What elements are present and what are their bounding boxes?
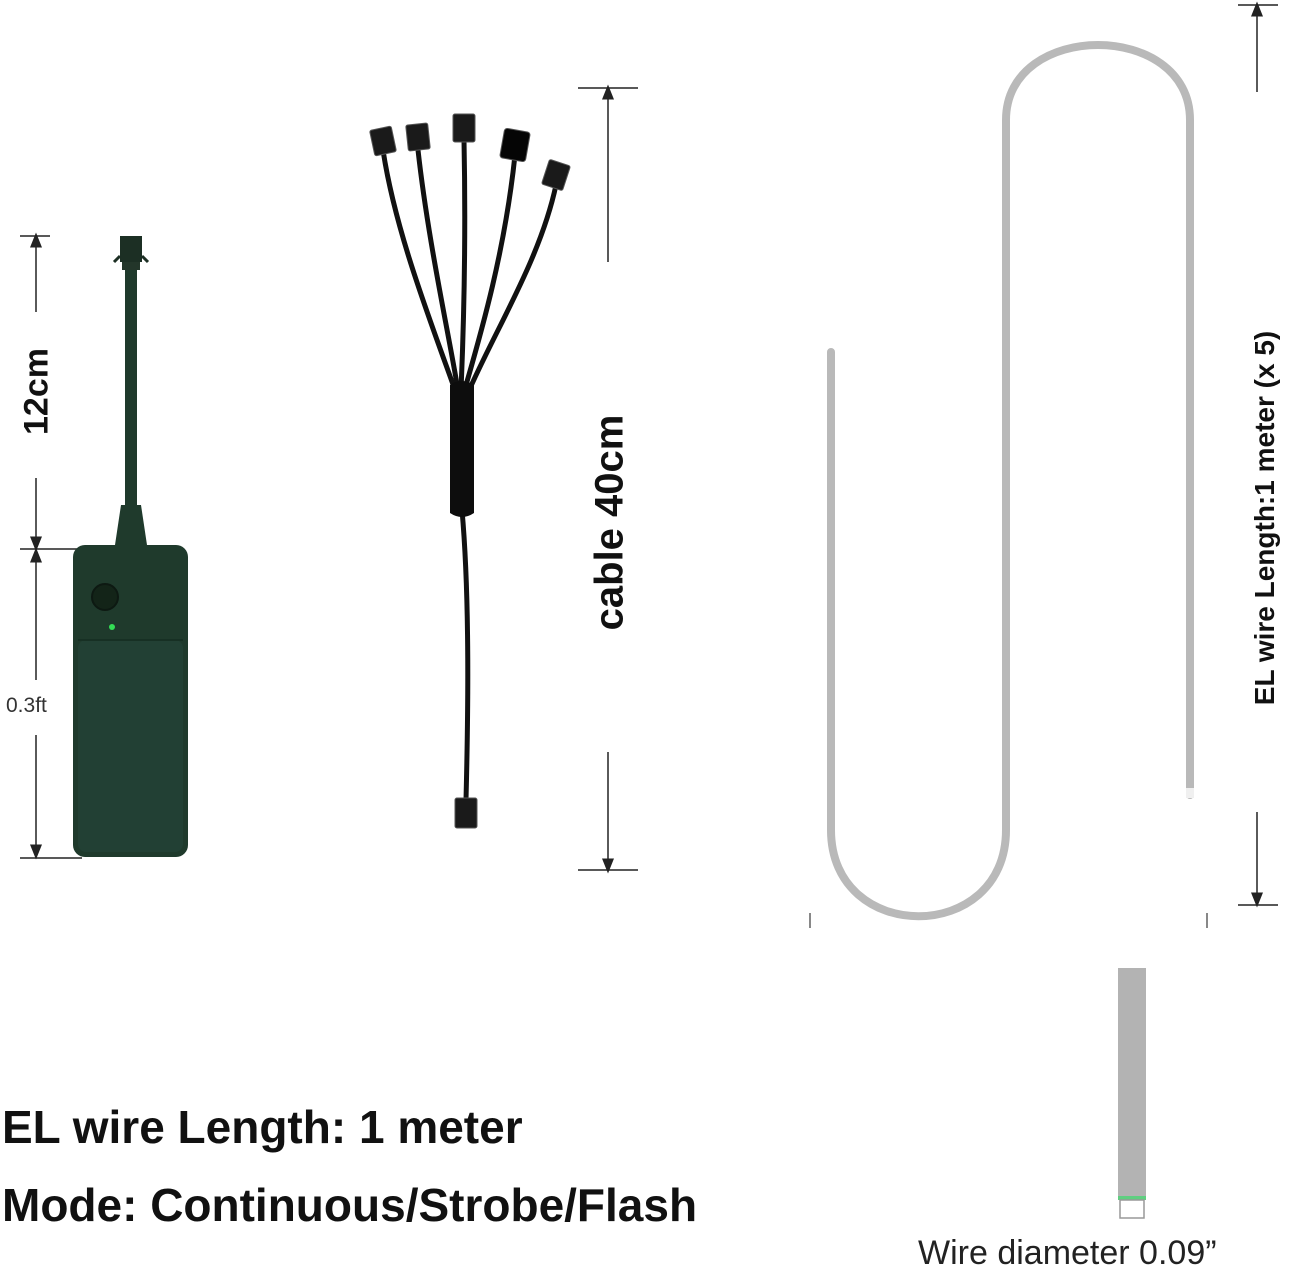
controller-box [73,236,188,857]
splitter-cable [380,137,559,803]
wire-diameter-closeup [1118,968,1146,1219]
power-button-icon [91,583,119,611]
controller-box-length-label: 0.3ft [6,694,47,717]
el-wire-length-caption: EL wire Length: 1 meter [2,1101,523,1153]
splitter-cable-length-label: cable 40cm [587,414,632,631]
el-wire-width-ticks [809,913,1208,928]
splitter-connectors [369,113,571,829]
el-wire-length-vertical-label: EL wire Length:1 meter (x 5) [1249,330,1280,706]
elwire-dimension-lines [1238,1,1278,908]
mode-caption: Mode: Continuous/Strobe/Flash [2,1179,698,1231]
controller-cable-length-label: 12cm [17,348,56,435]
el-wire-loop [827,41,1194,921]
controller-dimension-lines [20,232,82,860]
splitter-sleeve [450,381,474,517]
cable-dimension-lines [578,84,638,874]
wire-diameter-caption: Wire diameter 0.09” [918,1234,1217,1272]
indicator-led-icon [109,624,115,630]
